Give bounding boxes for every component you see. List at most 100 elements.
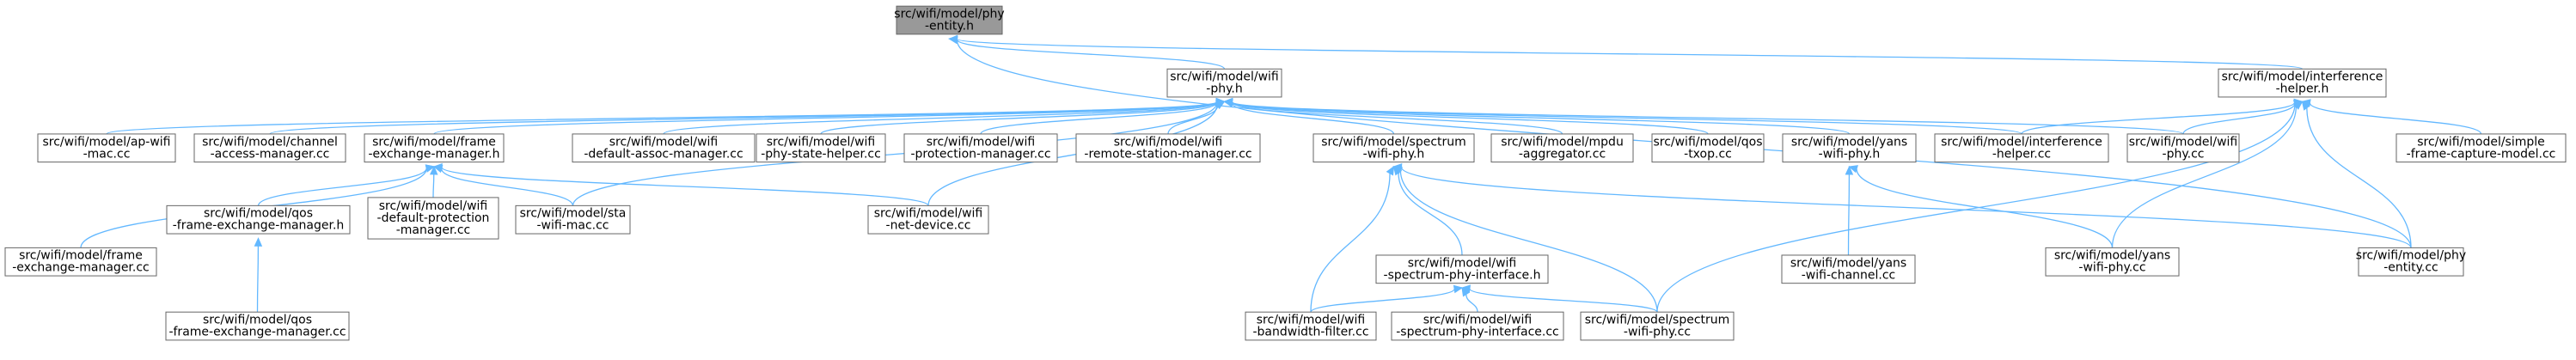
node-box bbox=[903, 133, 1058, 163]
node-box bbox=[2358, 247, 2464, 277]
edge-arrowhead bbox=[1848, 165, 1858, 174]
node-label-line: -exchange-manager.h bbox=[369, 147, 500, 161]
node-spectrum-phy-interface-cc[interactable]: src/wifi/model/wifi-spectrum-phy-interfa… bbox=[1391, 311, 1564, 341]
node-qos-txop-cc[interactable]: src/wifi/model/qos-txop.cc bbox=[1651, 133, 1765, 163]
edge-arrowhead bbox=[2301, 101, 2310, 111]
node-label-line: -access-manager.cc bbox=[211, 147, 330, 161]
node-mpdu-aggregator-cc[interactable]: src/wifi/model/mpdu-aggregator.cc bbox=[1490, 133, 1634, 163]
edge-wifi_phy_cc-to-wifi_phy_h bbox=[1223, 97, 2184, 135]
edge-line bbox=[956, 38, 2304, 70]
edge-arrowhead bbox=[1392, 162, 1403, 172]
node-label-line: -net-device.cc bbox=[886, 219, 971, 233]
edge-arrowhead bbox=[425, 164, 436, 173]
node-label-line: -protection-manager.cc bbox=[910, 147, 1050, 161]
node-label-line: src/wifi/model/yans bbox=[1790, 256, 1906, 270]
edge-line bbox=[1231, 101, 1851, 135]
node-remote-station-manager-cc[interactable]: src/wifi/model/wifi-remote-station-manag… bbox=[1075, 133, 1261, 163]
node-spectrum-phy-interface-h[interactable]: src/wifi/model/wifi-spectrum-phy-interfa… bbox=[1375, 254, 1549, 284]
node-box bbox=[1580, 311, 1735, 341]
edge-bandwidth_filter_cc-to-spectrum_phy_interface_h bbox=[1310, 284, 1464, 313]
node-phy-state-helper-cc[interactable]: src/wifi/model/wifi-phy-state-helper.cc bbox=[756, 133, 886, 163]
edge-line bbox=[1469, 288, 1658, 313]
node-label-line: src/wifi/model/wifi bbox=[1423, 314, 1533, 327]
node-sta-wifi-mac-cc[interactable]: src/wifi/model/sta-wifi-mac.cc bbox=[515, 204, 631, 235]
node-spectrum-wifi-phy-cc[interactable]: src/wifi/model/spectrum-wifi-phy.cc bbox=[1580, 311, 1735, 341]
node-label-line: -exchange-manager.cc bbox=[12, 261, 150, 275]
node-wifi-phy-cc[interactable]: src/wifi/model/wifi-phy.cc bbox=[2126, 133, 2240, 163]
node-label-line: src/wifi/model/wifi bbox=[379, 199, 488, 213]
node-ap-wifi-mac-cc[interactable]: src/wifi/model/ap-wifi-mac.cc bbox=[37, 133, 176, 163]
edge-line bbox=[1310, 288, 1455, 313]
edge-spectrum_wifi_phy_cc-to-interference_helper_h bbox=[1656, 100, 2304, 313]
edge-line bbox=[1231, 102, 1395, 135]
node-label-line: src/wifi/model/wifi bbox=[1114, 135, 1223, 149]
edge-mpdu_aggregator_cc-to-wifi_phy_h bbox=[1223, 98, 1563, 135]
nodes-layer: src/wifi/model/phy-entity.h src/wifi/mode… bbox=[4, 5, 2567, 341]
edge-qos_frame_exchange_manager_cc-to-qos_frame_exchange_manager_h bbox=[254, 237, 263, 313]
edge-phy_entity_cc-to-interference_helper_h bbox=[2301, 101, 2412, 248]
edge-line bbox=[441, 168, 574, 206]
edge-line bbox=[441, 167, 929, 206]
node-box bbox=[2395, 133, 2567, 163]
node-phy-entity-h[interactable]: src/wifi/model/phy-entity.h bbox=[894, 5, 1005, 35]
node-box bbox=[367, 197, 499, 240]
node-box bbox=[1781, 254, 1916, 284]
node-label-line: src/wifi/model/wifi bbox=[1170, 70, 1279, 84]
node-wifi-net-device-cc[interactable]: src/wifi/model/wifi-net-device.cc bbox=[867, 204, 989, 235]
edge-line bbox=[956, 39, 1226, 70]
node-channel-access-manager-cc[interactable]: src/wifi/model/channel-access-manager.cc bbox=[193, 133, 346, 163]
edge-arrowhead bbox=[1386, 165, 1395, 176]
edge-line bbox=[1398, 173, 1463, 255]
node-frame-exchange-manager-cc[interactable]: src/wifi/model/frame-exchange-manager.cc bbox=[4, 247, 157, 277]
edge-bandwidth_filter_cc-to-spectrum_wifi_phy_h bbox=[1310, 165, 1395, 313]
node-box bbox=[165, 311, 350, 341]
node-qos-frame-exchange-manager-h[interactable]: src/wifi/model/qos-frame-exchange-manage… bbox=[166, 204, 351, 235]
node-simple-frame-capture-model-cc[interactable]: src/wifi/model/simple-frame-capture-mode… bbox=[2395, 133, 2567, 163]
edge-line bbox=[1310, 173, 1391, 313]
node-label-line: src/wifi/model/simple bbox=[2417, 135, 2545, 149]
edge-spectrum_phy_interface_h-to-spectrum_wifi_phy_h bbox=[1392, 165, 1463, 255]
node-protection-manager-cc[interactable]: src/wifi/model/wifi-protection-manager.c… bbox=[903, 133, 1058, 163]
node-interference-helper-h[interactable]: src/wifi/model/interference-helper.h bbox=[2218, 68, 2387, 98]
edge-arrowhead bbox=[1460, 284, 1472, 293]
node-box bbox=[37, 133, 176, 163]
node-default-protection-manager-cc[interactable]: src/wifi/model/wifi-default-protection-m… bbox=[367, 197, 499, 240]
node-spectrum-wifi-phy-h[interactable]: src/wifi/model/spectrum-wifi-phy.h bbox=[1312, 133, 1475, 163]
node-label-line: -helper.h bbox=[2276, 82, 2329, 96]
node-label-line: -wifi-channel.cc bbox=[1802, 268, 1896, 282]
node-box bbox=[193, 133, 346, 163]
node-yans-wifi-phy-cc[interactable]: src/wifi/model/yans-wifi-phy.cc bbox=[2045, 247, 2180, 277]
node-label-line: src/wifi/model/spectrum bbox=[1321, 135, 1466, 149]
edge-line bbox=[1856, 168, 2114, 248]
edge-line bbox=[663, 101, 1218, 135]
node-interference-helper-cc[interactable]: src/wifi/model/interference-helper.cc bbox=[1934, 133, 2109, 163]
node-box bbox=[1782, 133, 1917, 163]
edge-arrowhead bbox=[2292, 100, 2304, 108]
node-label-line: -default-protection bbox=[377, 211, 490, 225]
node-phy-entity-cc[interactable]: src/wifi/model/phy-entity.cc bbox=[2356, 247, 2466, 277]
node-bandwidth-filter-cc[interactable]: src/wifi/model/wifi-bandwidth-filter.cc bbox=[1245, 311, 1377, 341]
node-qos-frame-exchange-manager-cc[interactable]: src/wifi/model/qos-frame-exchange-manage… bbox=[165, 311, 350, 341]
edge-interference_helper_cc-to-interference_helper_h bbox=[2021, 98, 2304, 135]
node-box bbox=[1075, 133, 1261, 163]
node-label-line: -wifi-phy.cc bbox=[2078, 261, 2145, 275]
edge-arrowhead bbox=[429, 165, 438, 175]
node-wifi-phy-h[interactable]: src/wifi/model/wifi-phy.h bbox=[1166, 68, 1282, 98]
node-yans-wifi-channel-cc[interactable]: src/wifi/model/yans-wifi-channel.cc bbox=[1781, 254, 1916, 284]
node-label-line: src/wifi/model/interference bbox=[2222, 70, 2383, 84]
node-yans-wifi-phy-h[interactable]: src/wifi/model/yans-wifi-phy.h bbox=[1782, 133, 1917, 163]
edge-line bbox=[106, 101, 1218, 135]
node-label-line: -txop.cc bbox=[1684, 147, 1732, 161]
node-box bbox=[1245, 311, 1377, 341]
node-label-line: src/wifi/model/wifi bbox=[609, 135, 719, 149]
node-label-line: -remote-station-manager.cc bbox=[1084, 147, 1251, 161]
node-frame-exchange-manager-h[interactable]: src/wifi/model/frame-exchange-manager.h bbox=[364, 133, 505, 163]
edge-line bbox=[2182, 103, 2296, 135]
edge-arrowhead bbox=[1845, 165, 1854, 175]
node-label-line: src/wifi/model/yans bbox=[1791, 135, 1907, 149]
node-default-assoc-manager-cc[interactable]: src/wifi/model/wifi-default-assoc-manage… bbox=[572, 133, 756, 163]
node-label-line: -spectrum-phy-interface.h bbox=[1384, 268, 1541, 282]
node-label-line: -spectrum-phy-interface.cc bbox=[1396, 326, 1559, 339]
node-label-line: src/wifi/model/phy bbox=[2356, 249, 2466, 263]
